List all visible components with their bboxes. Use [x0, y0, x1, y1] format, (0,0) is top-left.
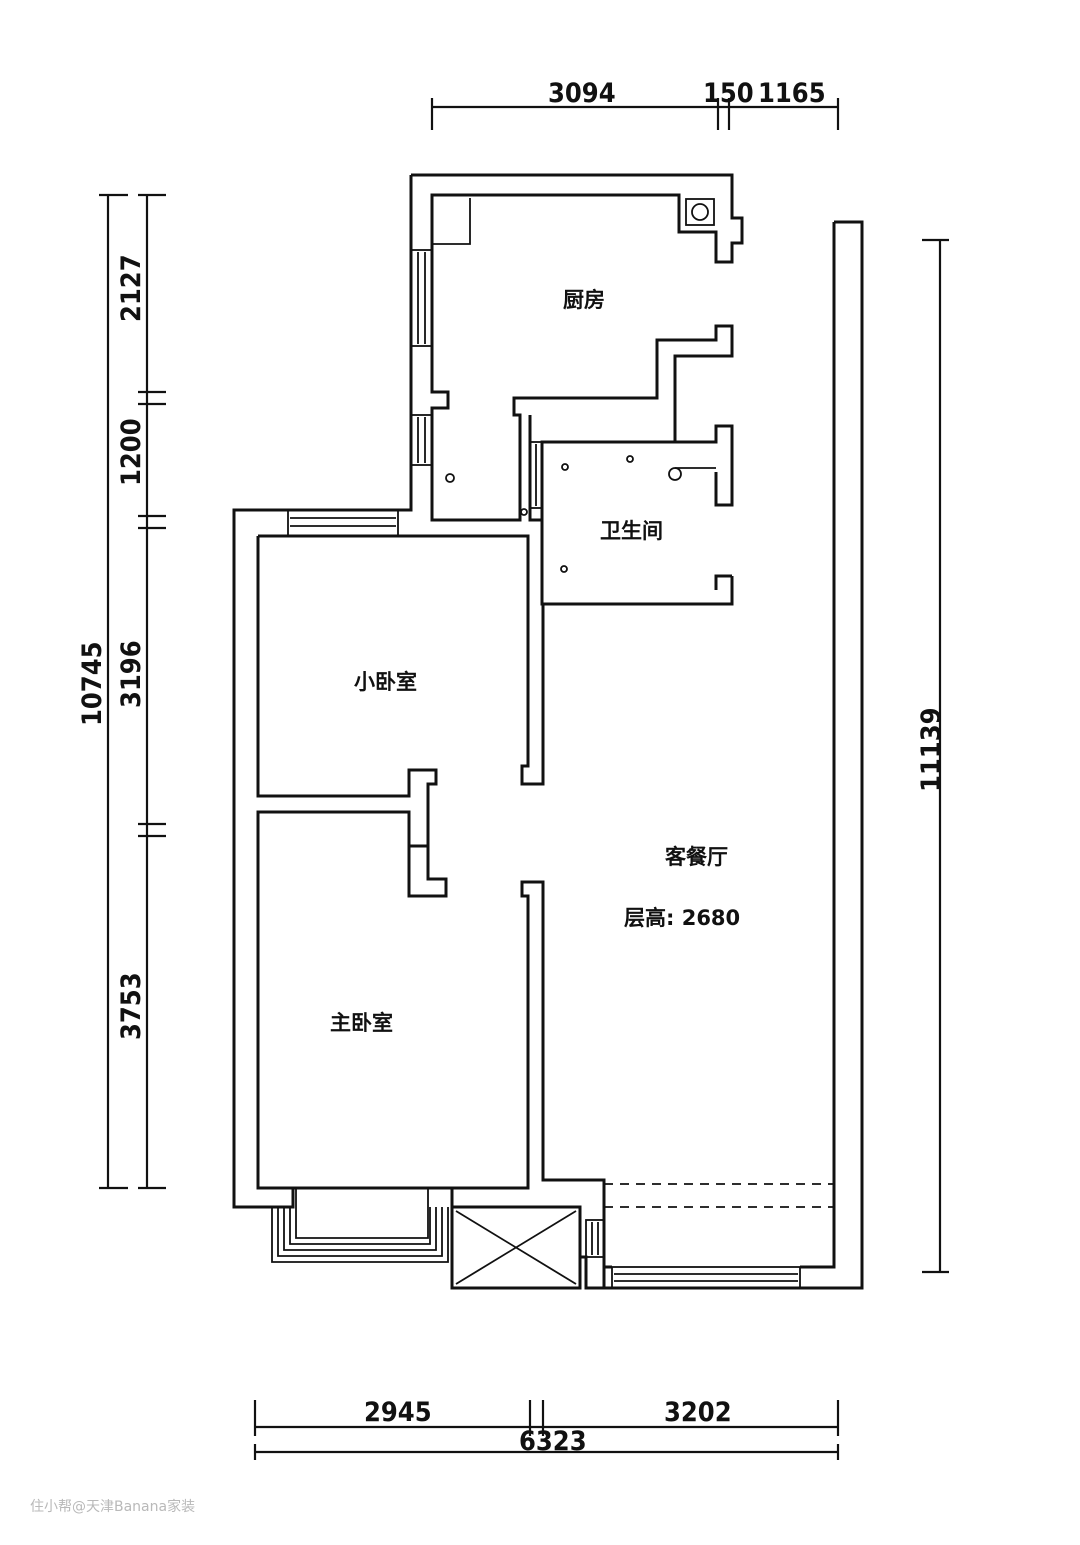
bedroom-outer-wall [232, 508, 448, 1209]
kitchen-window-1 [410, 249, 433, 347]
left-dim-1200: 1200 [116, 418, 147, 486]
bath-right-nib [714, 574, 732, 590]
bath-top-wall [528, 415, 734, 522]
bath-drain-3 [560, 565, 568, 573]
bath-bottom-wall [540, 520, 734, 606]
kitchen-drain [445, 473, 455, 483]
living-right-wall [604, 220, 864, 1290]
top-dim-1165: 1165 [758, 78, 826, 109]
left-dim-3753: 3753 [116, 972, 147, 1040]
bath-drain-1 [561, 463, 569, 471]
dimension-left-segments: 2127 1200 3196 3753 [116, 193, 166, 1190]
bathroom-window [529, 441, 543, 509]
room-labels: 厨房 卫生间 小卧室 主卧室 客餐厅 层高: 2680 [330, 288, 740, 1035]
windows [287, 249, 801, 1289]
living-right-inner [800, 222, 836, 1269]
small-bedroom-left [256, 536, 438, 846]
balcony-dashed-lines [604, 1183, 834, 1208]
small-bedroom-window [287, 509, 399, 537]
small-bedroom-label: 小卧室 [354, 670, 417, 694]
kitchen-outer-wall [411, 173, 744, 522]
left-dim-2127: 2127 [116, 254, 147, 322]
bath-drain-2 [626, 455, 634, 463]
bottom-total-6323: 6323 [519, 1426, 587, 1457]
kitchen-drain-2 [520, 508, 528, 516]
kitchen-cabinet [432, 198, 471, 245]
kitchen-flue [685, 198, 715, 226]
kitchen-outer-left [398, 175, 413, 512]
bathroom-label: 卫生间 [600, 519, 663, 543]
dimension-top: 3094 150 1165 [430, 78, 840, 130]
living-window-bottom [611, 1266, 801, 1289]
top-dim-150: 150 [703, 78, 754, 109]
kitchen-label: 厨房 [563, 288, 605, 312]
dimension-bottom: 2945 3202 6323 [253, 1397, 840, 1460]
bottom-dim-2945: 2945 [364, 1397, 432, 1428]
bottom-dim-3202: 3202 [664, 1397, 732, 1428]
living-dining-label: 客餐厅 [665, 845, 728, 869]
small-bedroom-walls [258, 534, 545, 786]
dimension-right-total: 11139 [916, 238, 949, 1274]
top-dim-3094: 3094 [548, 78, 616, 109]
watermark: 住小帮@天津Banana家装 [30, 1498, 195, 1515]
living-window-left [585, 1219, 605, 1258]
ceiling-height-label: 层高: 2680 [624, 906, 740, 930]
bay-window [271, 1188, 449, 1263]
left-total-10745: 10745 [77, 641, 108, 726]
elevator-shaft [450, 1205, 582, 1290]
bath-pipe [668, 467, 716, 481]
master-bedroom-label: 主卧室 [330, 1011, 393, 1035]
left-dim-3196: 3196 [116, 640, 147, 708]
kitchen-window-2 [410, 414, 433, 466]
walls [232, 173, 864, 1290]
fixtures [445, 198, 834, 1290]
right-total-11139: 11139 [916, 707, 947, 792]
dimension-left-total: 10745 [77, 193, 128, 1190]
